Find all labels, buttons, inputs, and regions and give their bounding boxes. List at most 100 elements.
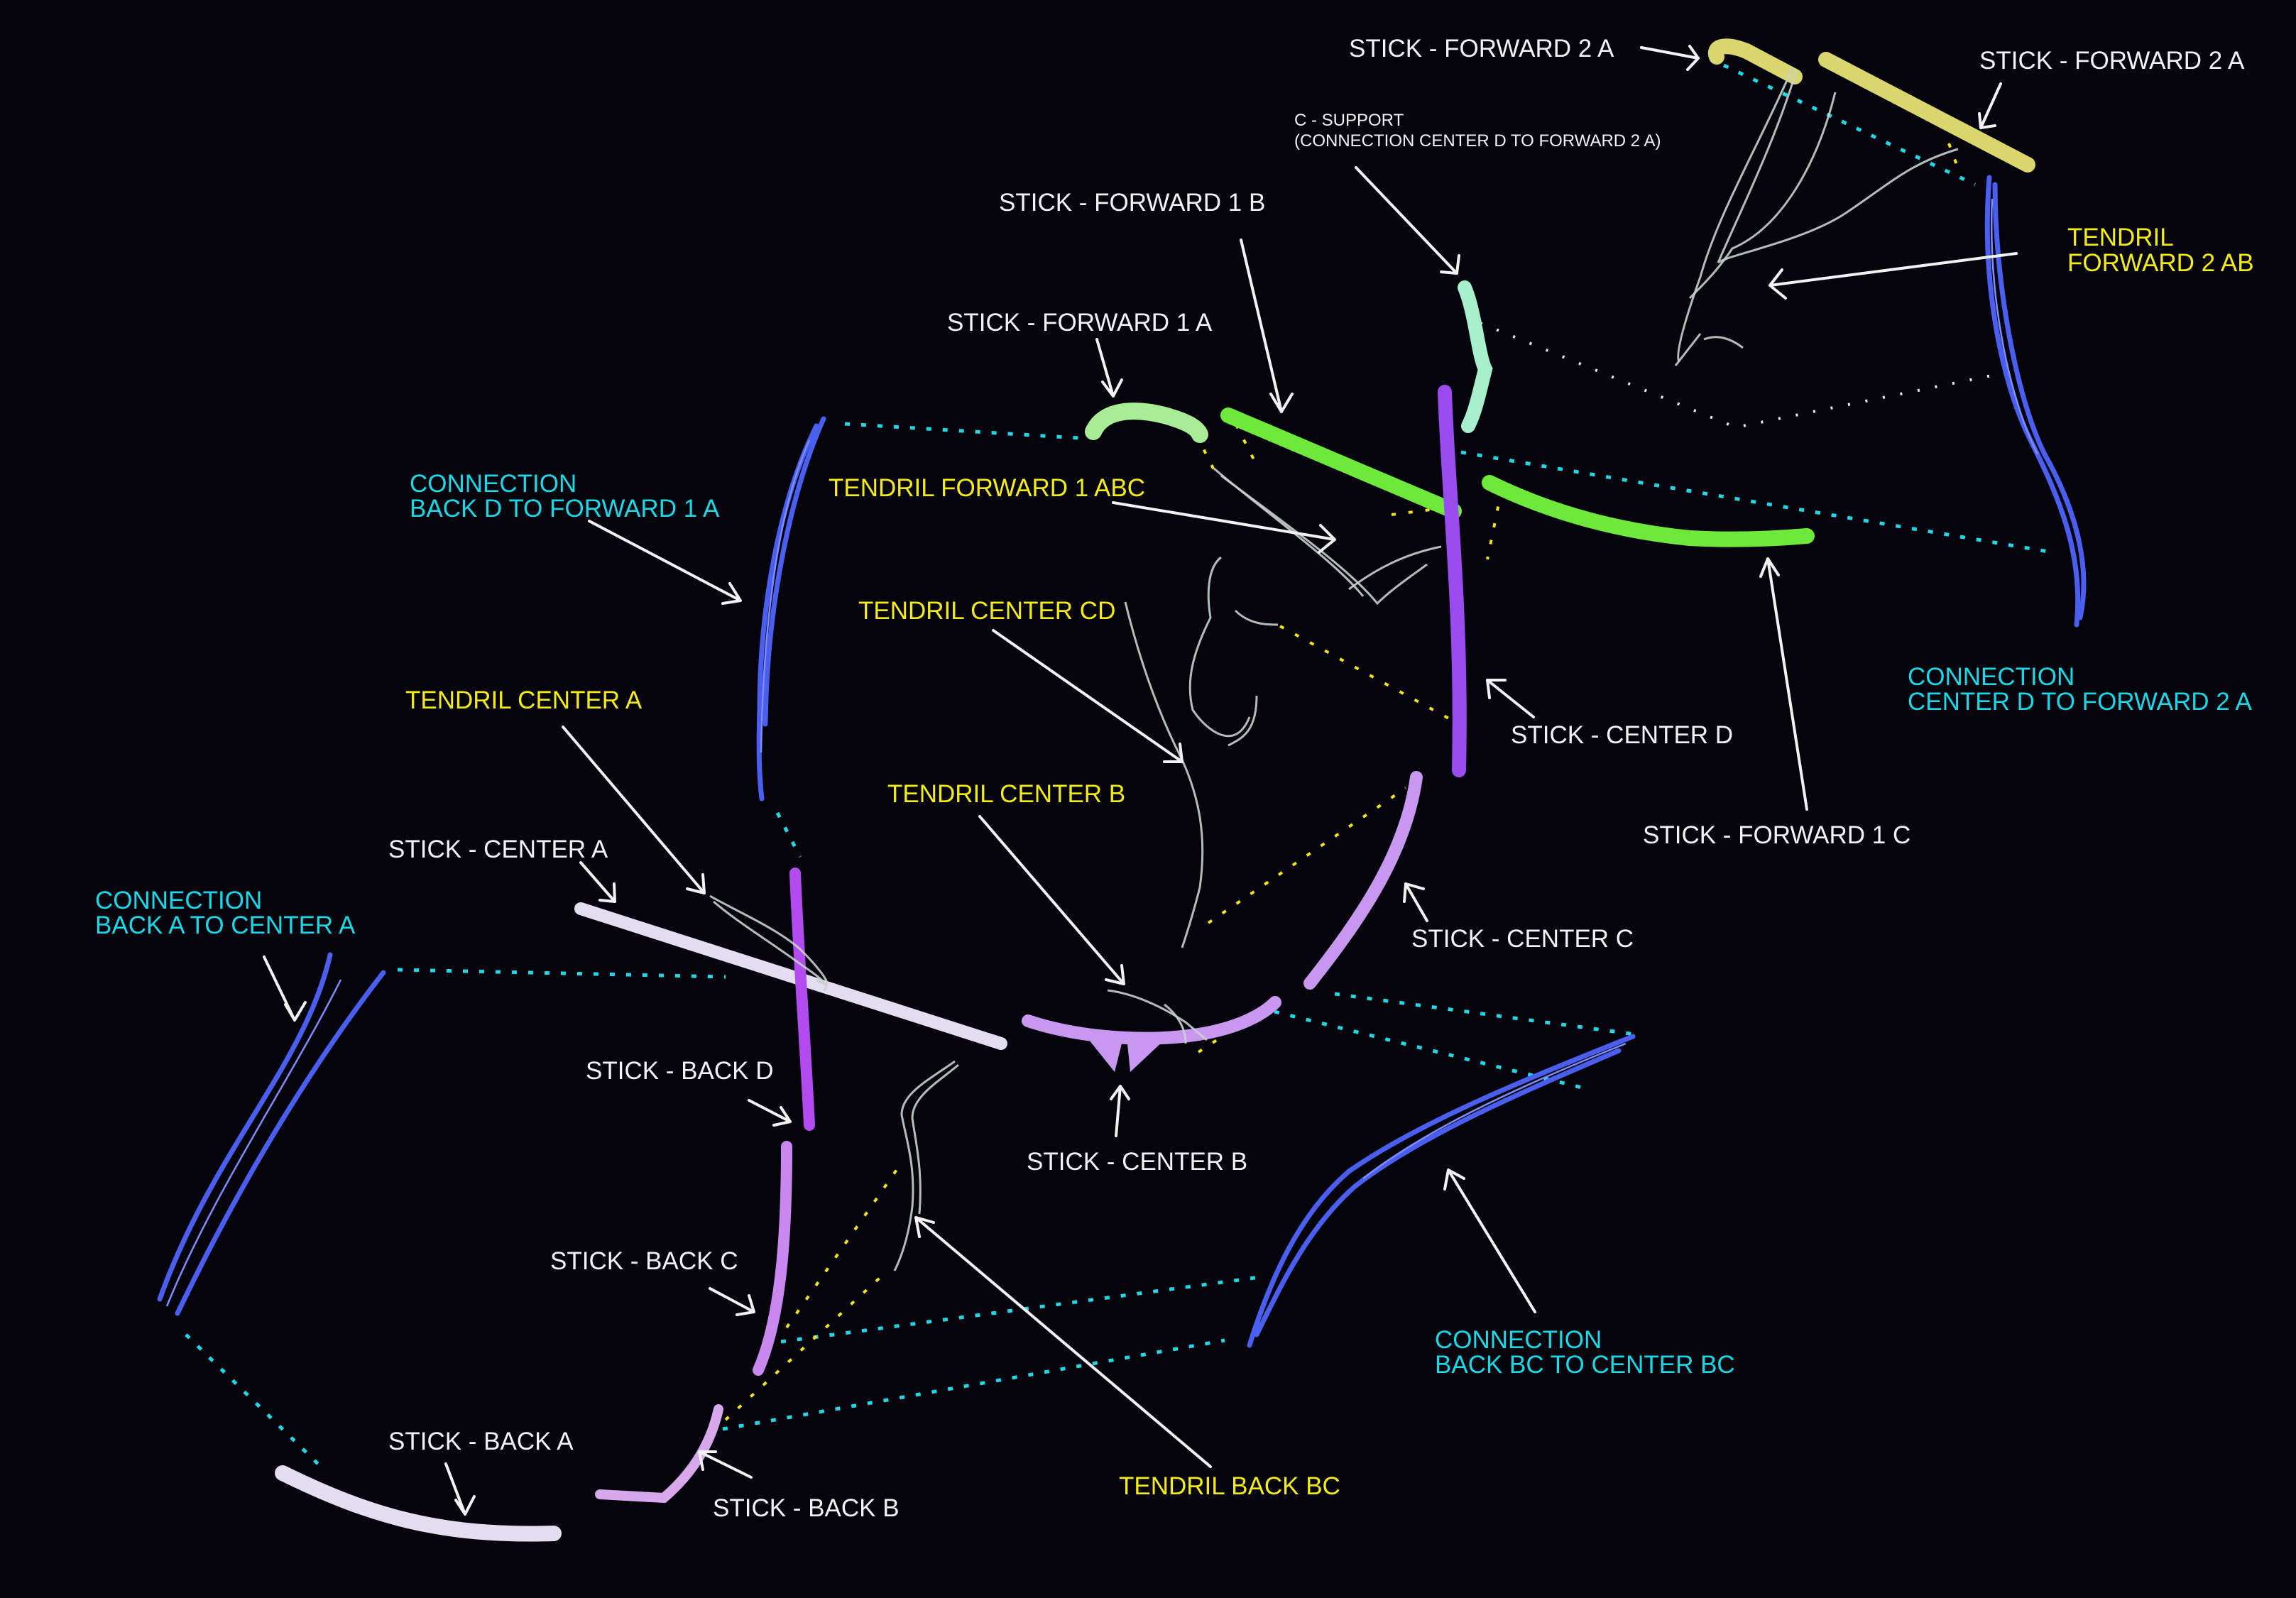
arrow-tendril-center-b	[978, 815, 1125, 985]
yellow-link-backb-tendril	[724, 1269, 889, 1421]
stick-center-d	[1438, 385, 1467, 777]
stick-back-c	[753, 1141, 792, 1376]
yellow-link-forward1b-center	[1391, 508, 1436, 516]
yellow-link-forward1b	[1235, 424, 1258, 466]
yellow-link-centerc	[1207, 787, 1407, 924]
label-conn-back-a-line2: BACK A TO CENTER A	[95, 912, 356, 939]
yellow-link-forward1abc	[1195, 434, 1218, 475]
stick-back-d	[789, 868, 815, 1131]
connector-lines	[185, 63, 2049, 1472]
tendril-center-cd	[1124, 556, 1279, 948]
connection-center-d-to-forward-2a	[1984, 175, 2087, 628]
arrow-stick-back-b	[698, 1450, 753, 1479]
cyan-link-backd-forward1a	[844, 422, 1080, 440]
label-stick-forward-2a-right: STICK - FORWARD 2 A	[1979, 47, 2245, 75]
connection-back-a-to-center-a	[157, 952, 386, 1316]
tendril-forward-1abc	[1213, 467, 1442, 606]
arrow-stick-forward-1c	[1759, 557, 1808, 811]
label-tendril-center-a: TENDRIL CENTER A	[405, 686, 643, 714]
label-tendril-forward-1abc: TENDRIL FORWARD 1 ABC	[829, 474, 1145, 502]
arrow-stick-center-a	[579, 861, 616, 903]
sticks	[275, 38, 2035, 1542]
arrows	[263, 45, 2018, 1516]
label-stick-center-d: STICK - CENTER D	[1511, 721, 1733, 749]
yellow-link-centercd	[1279, 625, 1455, 723]
connection-back-bc-to-center-bc	[1247, 1034, 1636, 1348]
label-stick-back-d: STICK - BACK D	[586, 1057, 773, 1085]
arrow-tendril-forward-1abc	[1112, 501, 1336, 554]
arrow-tendril-forward-2ab	[1769, 252, 2018, 300]
yellow-link-backc-tendril	[785, 1166, 900, 1329]
stick-forward-2a-long	[1818, 52, 2035, 173]
arrow-stick-back-a	[444, 1462, 476, 1516]
stick-center-b-fin	[1086, 1036, 1164, 1072]
arrow-tendril-center-cd	[992, 629, 1183, 763]
label-conn-center-d-line1: CONNECTION	[1908, 663, 2074, 691]
arrow-stick-forward-1b	[1240, 239, 1294, 413]
label-stick-back-b: STICK - BACK B	[713, 1494, 900, 1522]
labels: STICK - FORWARD 2 A STICK - FORWARD 2 A …	[95, 35, 2254, 1522]
arrow-stick-center-b	[1110, 1085, 1130, 1137]
arrow-c-support	[1355, 166, 1460, 275]
label-stick-center-c: STICK - CENTER C	[1411, 925, 1634, 953]
label-stick-back-c: STICK - BACK C	[550, 1247, 738, 1275]
cyan-link-forward2a	[1722, 63, 1977, 187]
label-tendril-forward-2ab-line1: TENDRIL	[2067, 224, 2174, 251]
cyan-link-centerc-bc	[1334, 992, 1636, 1036]
cyan-link-backa-stick	[185, 1333, 327, 1472]
arrow-tendril-center-a	[562, 726, 706, 894]
arrow-tendril-back-bc	[914, 1216, 1212, 1468]
stick-forward-1b	[1220, 407, 1462, 519]
white-link-support	[1480, 322, 1996, 429]
label-conn-center-d-line2: CENTER D TO FORWARD 2 A	[1908, 688, 2253, 716]
label-conn-back-bc-line2: BACK BC TO CENTER BC	[1435, 1351, 1735, 1379]
connections	[157, 175, 2087, 1348]
cyan-link-backb-bc	[722, 1338, 1225, 1431]
yellow-link-forward2a-b	[1947, 143, 1958, 165]
arrow-stick-forward-2a-left	[1640, 45, 1700, 71]
label-stick-forward-1c: STICK - FORWARD 1 C	[1643, 821, 1910, 849]
label-c-support-line2: (CONNECTION CENTER D TO FORWARD 2 A)	[1294, 131, 1661, 151]
label-tendril-center-cd: TENDRIL CENTER CD	[858, 597, 1115, 625]
stick-center-a	[574, 902, 1007, 1050]
tendril-center-b	[1107, 989, 1208, 1044]
label-stick-center-a: STICK - CENTER A	[388, 836, 608, 863]
label-tendril-forward-2ab-line2: FORWARD 2 AB	[2067, 249, 2254, 277]
connection-back-d-to-forward-1a	[756, 416, 826, 801]
tendrils	[709, 67, 1959, 1271]
arrow-conn-back-a	[263, 956, 307, 1022]
cyan-link-backa-centera	[397, 968, 726, 979]
stick-center-c	[1303, 771, 1423, 990]
label-stick-forward-1b: STICK - FORWARD 1 B	[999, 189, 1265, 217]
label-conn-back-bc-line1: CONNECTION	[1435, 1326, 1602, 1354]
stick-forward-1c	[1482, 475, 1815, 547]
label-conn-back-d-line2: BACK D TO FORWARD 1 A	[410, 495, 720, 522]
arrow-stick-forward-1a	[1095, 338, 1123, 398]
arrow-conn-back-bc	[1443, 1169, 1536, 1313]
arrow-conn-back-d	[588, 520, 742, 605]
label-conn-back-a-line1: CONNECTION	[95, 887, 262, 914]
label-stick-forward-2a-left: STICK - FORWARD 2 A	[1349, 35, 1614, 62]
label-tendril-back-bc: TENDRIL BACK BC	[1119, 1472, 1340, 1500]
cyan-link-backd-centera	[775, 811, 802, 858]
arrow-stick-back-d	[748, 1099, 792, 1127]
label-conn-back-d-line1: CONNECTION	[410, 470, 576, 498]
stick-forward-1a	[1085, 403, 1208, 443]
arrow-stick-back-c	[709, 1287, 755, 1316]
label-c-support-line1: C - SUPPORT	[1294, 111, 1404, 130]
stick-back-a	[275, 1465, 562, 1542]
label-stick-forward-1a: STICK - FORWARD 1 A	[947, 309, 1213, 336]
yellow-link-forward1c	[1486, 489, 1503, 560]
arrow-stick-forward-2a-right	[1978, 82, 2002, 129]
stick-forward-2a-short	[1707, 38, 1803, 84]
cyan-link-backc-bc	[780, 1275, 1261, 1344]
cyan-link-centerd-forward2a	[1460, 450, 2049, 554]
arrow-stick-center-d	[1486, 679, 1535, 718]
tendril-back-bc	[893, 1060, 959, 1271]
label-tendril-center-b: TENDRIL CENTER B	[887, 780, 1125, 808]
label-stick-center-b: STICK - CENTER B	[1027, 1148, 1247, 1176]
stick-back-b	[595, 1404, 723, 1504]
tendril-forward-2ab	[1674, 67, 1959, 366]
tendril-center-a	[709, 894, 829, 992]
